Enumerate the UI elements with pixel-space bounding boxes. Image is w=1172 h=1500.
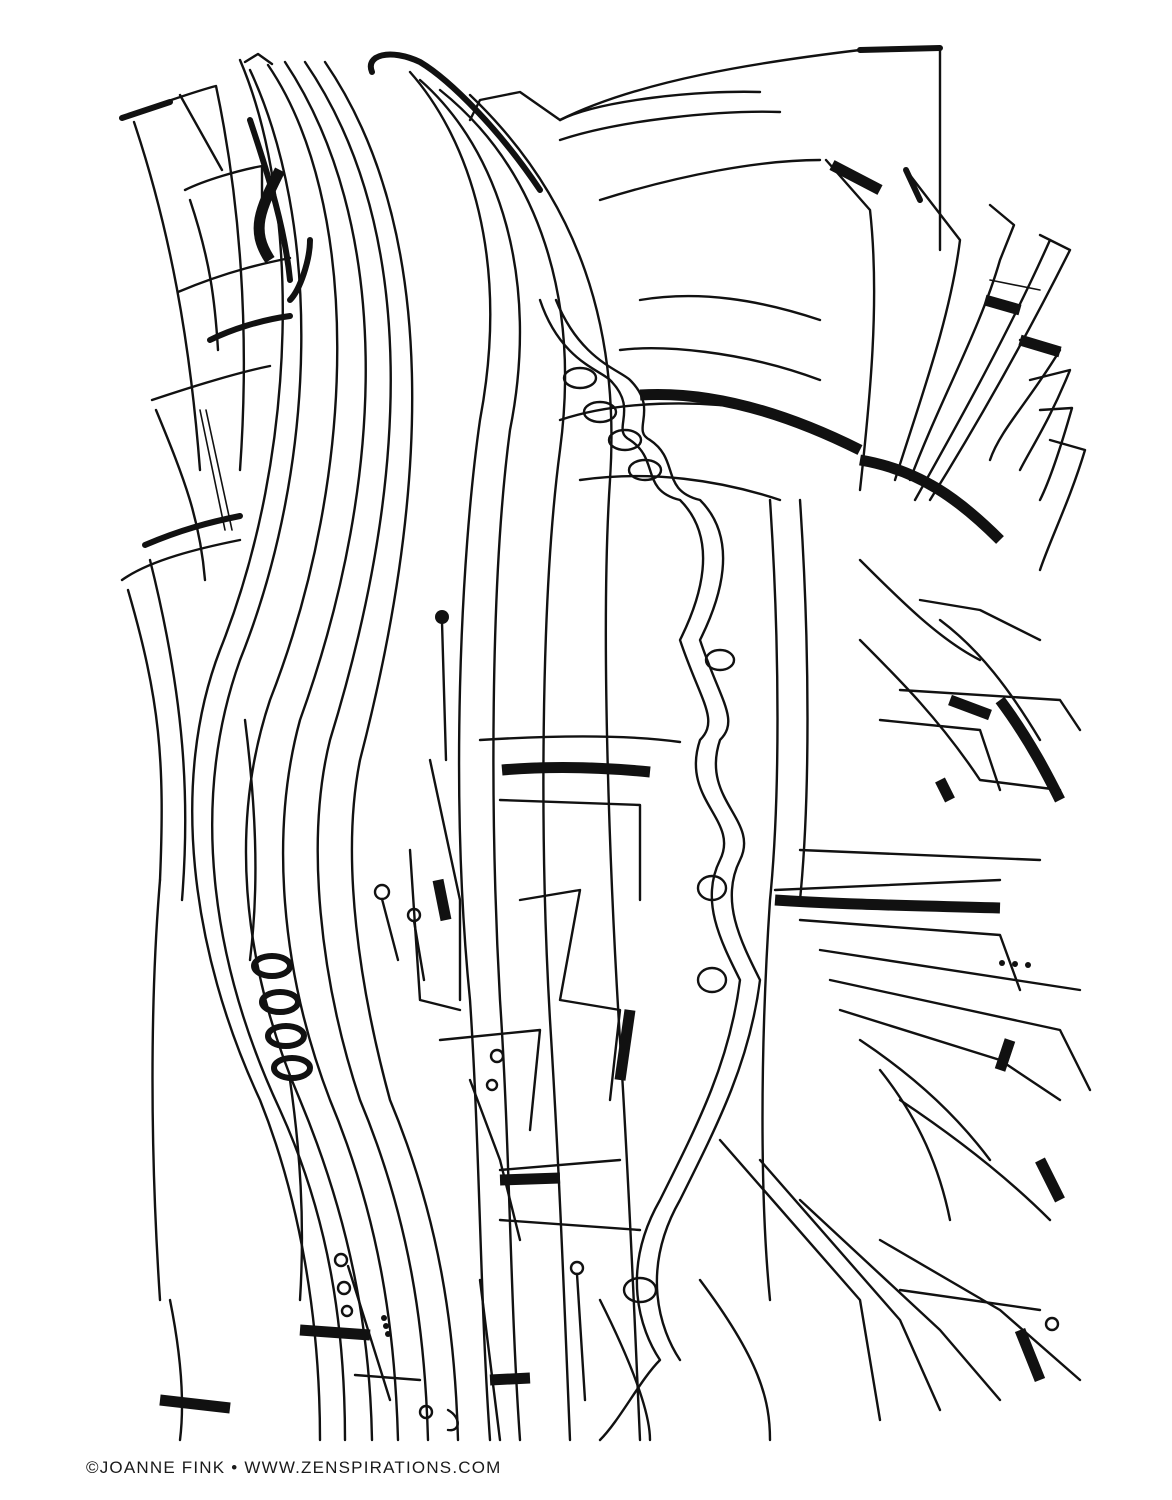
- left-panels: [119, 84, 293, 1442]
- right-weave: [761, 498, 1092, 1302]
- spiral-ribbon: [538, 298, 762, 1442]
- top-right-panels: [558, 45, 943, 502]
- bottom-pins: [159, 1252, 459, 1432]
- center-panels: [373, 610, 682, 1402]
- left-ribbons: [191, 52, 460, 1442]
- copyright-credit: ©Joanne Fink • www.zenspirations.com: [86, 1458, 502, 1477]
- bottom-right-panels: [478, 1138, 1082, 1442]
- left-curls: [243, 718, 313, 1302]
- right-fan: [824, 158, 1087, 572]
